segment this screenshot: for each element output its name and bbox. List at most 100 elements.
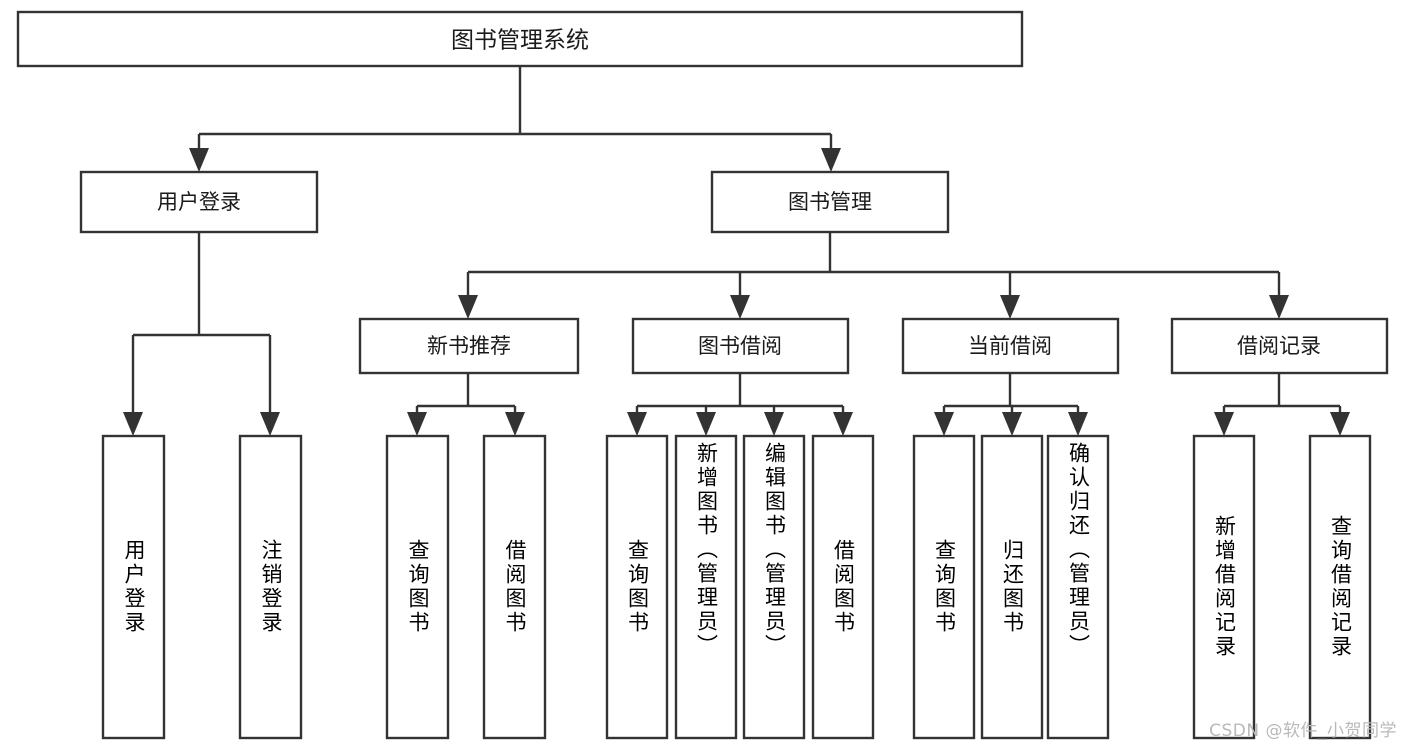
node-leaf-add-borrow-record[interactable]: 新增借阅记录 xyxy=(1192,434,1256,740)
node-current-borrow-label: 当前借阅 xyxy=(968,334,1052,358)
node-leaf-add-book-box[interactable] xyxy=(674,434,738,740)
node-leaf-borrow-book-text-area: 借阅图书 xyxy=(831,539,856,635)
arrow-head-leaf-query-book-current xyxy=(934,412,954,436)
node-leaf-return-book-label: 归还图书 xyxy=(1000,539,1025,635)
node-book-borrow-box[interactable] xyxy=(631,317,850,375)
node-leaf-confirm-return-text-area: 确认归还（管理员） xyxy=(1066,442,1091,658)
node-leaf-query-borrow-record-text-area: 查询借阅记录 xyxy=(1328,515,1353,659)
node-leaf-query-borrow-record-box[interactable] xyxy=(1308,434,1372,740)
node-leaf-query-book-current-box[interactable] xyxy=(912,434,976,740)
node-leaf-borrow-book-rec-label: 借阅图书 xyxy=(503,539,527,635)
node-leaf-query-book-rec-box[interactable] xyxy=(385,434,450,740)
node-leaf-return-book-box[interactable] xyxy=(980,434,1044,740)
edge-borrow-record-bus xyxy=(1222,373,1342,412)
node-user-login-box[interactable] xyxy=(79,170,319,234)
node-leaf-borrow-book-label: 借阅图书 xyxy=(831,539,856,635)
node-book-borrow-label: 图书借阅 xyxy=(698,334,782,358)
node-new-book-rec[interactable]: 新书推荐 xyxy=(358,317,580,375)
node-leaf-edit-book[interactable]: 编辑图书（管理员） xyxy=(742,434,806,740)
node-borrow-record-label: 借阅记录 xyxy=(1237,334,1321,358)
node-borrow-record-box[interactable] xyxy=(1170,317,1389,375)
node-book-manage-label: 图书管理 xyxy=(788,190,872,214)
edge-current-borrow-bus xyxy=(942,373,1080,412)
edge-book-manage-bus xyxy=(466,232,1281,295)
arrow-head-leaf-add-book xyxy=(696,412,716,436)
arrow-head-user-login xyxy=(189,148,209,172)
arrow-head-leaf-borrow-book xyxy=(833,412,853,436)
node-leaf-borrow-book-rec-box[interactable] xyxy=(482,434,547,740)
node-leaf-user-logout-text-area: 注销登录 xyxy=(259,539,283,635)
arrow-head-leaf-borrow-book-rec xyxy=(505,412,525,436)
node-leaf-add-borrow-record-box[interactable] xyxy=(1192,434,1256,740)
arrow-head-leaf-query-book-rec xyxy=(407,412,427,436)
node-leaf-confirm-return-label: 确认归还（管理员） xyxy=(1066,442,1091,658)
arrow-head-leaf-query-book-borrow xyxy=(627,412,647,436)
arrow-head-leaf-edit-book xyxy=(764,412,784,436)
node-root[interactable]: 图书管理系统 xyxy=(16,10,1024,68)
edge-new-book-rec-bus xyxy=(415,373,517,412)
node-leaf-user-logout-box[interactable] xyxy=(238,434,303,740)
arrow-head-leaf-return-book xyxy=(1002,412,1022,436)
node-leaf-query-book-borrow-text-area: 查询图书 xyxy=(625,539,650,635)
node-leaf-borrow-book-rec[interactable]: 借阅图书 xyxy=(482,434,547,740)
arrow-head-current-borrow xyxy=(1000,295,1020,319)
node-leaf-add-borrow-record-label: 新增借阅记录 xyxy=(1212,515,1237,659)
node-book-manage[interactable]: 图书管理 xyxy=(710,170,950,234)
node-current-borrow-box[interactable] xyxy=(901,317,1120,375)
arrow-head-borrow-record xyxy=(1269,295,1289,319)
node-user-login[interactable]: 用户登录 xyxy=(79,170,319,234)
arrow-head-leaf-query-borrow-record xyxy=(1330,412,1350,436)
node-leaf-query-book-rec-text-area: 查询图书 xyxy=(406,539,430,635)
arrow-head-leaf-user-logout xyxy=(260,412,280,436)
node-leaf-add-book-label: 新增图书（管理员） xyxy=(694,442,719,658)
node-leaf-confirm-return-box[interactable] xyxy=(1046,434,1110,740)
node-leaf-borrow-book-rec-text-area: 借阅图书 xyxy=(503,539,527,635)
node-leaf-query-book-current[interactable]: 查询图书 xyxy=(912,434,976,740)
node-leaf-query-book-current-text-area: 查询图书 xyxy=(932,539,957,635)
node-leaf-edit-book-label: 编辑图书（管理员） xyxy=(762,442,787,658)
node-book-manage-box[interactable] xyxy=(710,170,950,234)
node-borrow-record[interactable]: 借阅记录 xyxy=(1170,317,1389,375)
arrow-head-book-borrow xyxy=(730,295,750,319)
node-leaf-confirm-return[interactable]: 确认归还（管理员） xyxy=(1046,434,1110,740)
node-leaf-query-book-borrow[interactable]: 查询图书 xyxy=(605,434,669,740)
node-leaf-borrow-book-box[interactable] xyxy=(811,434,875,740)
node-leaf-user-login-box[interactable] xyxy=(101,434,166,740)
node-leaf-query-book-borrow-label: 查询图书 xyxy=(625,539,650,635)
node-leaf-query-book-rec-label: 查询图书 xyxy=(406,539,430,635)
node-leaf-borrow-book[interactable]: 借阅图书 xyxy=(811,434,875,740)
node-current-borrow[interactable]: 当前借阅 xyxy=(901,317,1120,375)
node-new-book-rec-box[interactable] xyxy=(358,317,580,375)
node-user-login-label: 用户登录 xyxy=(157,190,241,214)
node-leaf-query-book-rec[interactable]: 查询图书 xyxy=(385,434,450,740)
node-leaf-query-borrow-record-label: 查询借阅记录 xyxy=(1328,515,1353,659)
arrow-head-new-book-rec xyxy=(458,295,478,319)
arrow-head-book-manage xyxy=(821,148,841,172)
node-root-box[interactable] xyxy=(16,10,1024,68)
node-leaf-edit-book-box[interactable] xyxy=(742,434,806,740)
node-leaf-add-borrow-record-text-area: 新增借阅记录 xyxy=(1212,515,1237,659)
node-leaf-return-book[interactable]: 归还图书 xyxy=(980,434,1044,740)
arrow-head-leaf-user-login xyxy=(123,412,143,436)
node-leaf-user-login[interactable]: 用户登录 xyxy=(101,434,166,740)
node-leaf-user-login-label: 用户登录 xyxy=(122,539,146,635)
arrow-head-leaf-add-borrow-record xyxy=(1214,412,1234,436)
node-new-book-rec-label: 新书推荐 xyxy=(427,334,511,358)
arrow-head-leaf-confirm-return xyxy=(1068,412,1088,436)
node-root-label: 图书管理系统 xyxy=(451,28,589,54)
node-leaf-query-book-borrow-box[interactable] xyxy=(605,434,669,740)
edge-root-to-level1-bus xyxy=(197,66,833,148)
node-leaf-user-logout[interactable]: 注销登录 xyxy=(238,434,303,740)
edge-book-borrow-bus xyxy=(635,373,845,412)
node-leaf-query-borrow-record[interactable]: 查询借阅记录 xyxy=(1308,434,1372,740)
node-leaf-edit-book-text-area: 编辑图书（管理员） xyxy=(762,442,787,658)
node-leaf-add-book-text-area: 新增图书（管理员） xyxy=(694,442,719,658)
edge-user-login-bus xyxy=(131,232,272,412)
node-leaf-return-book-text-area: 归还图书 xyxy=(1000,539,1025,635)
node-leaf-query-book-current-label: 查询图书 xyxy=(932,539,957,635)
node-leaf-add-book[interactable]: 新增图书（管理员） xyxy=(674,434,738,740)
node-leaf-user-login-text-area: 用户登录 xyxy=(122,539,146,635)
node-leaf-user-logout-label: 注销登录 xyxy=(259,539,283,635)
node-book-borrow[interactable]: 图书借阅 xyxy=(631,317,850,375)
